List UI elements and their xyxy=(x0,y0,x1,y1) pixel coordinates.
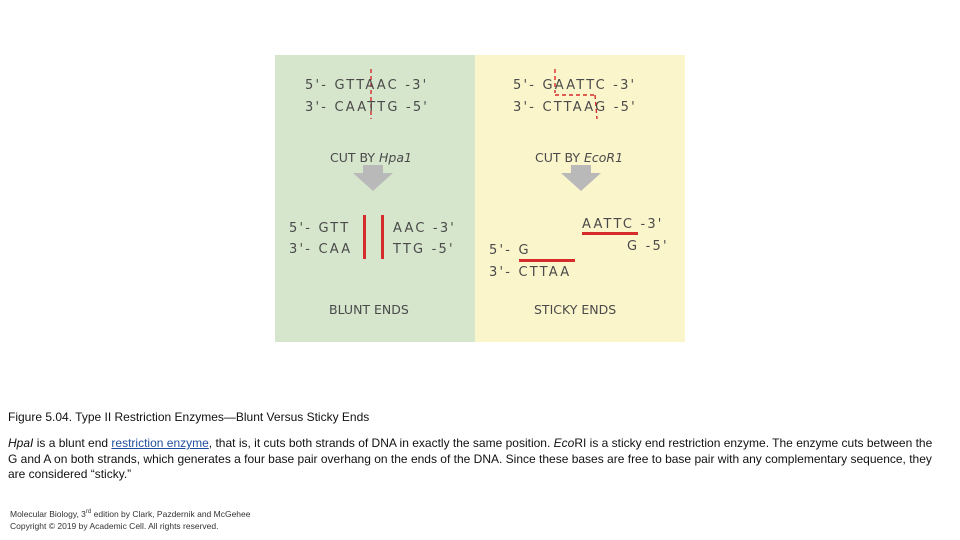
restriction-enzyme-figure: 5'- GTTAAC -3' 3'- CAATTG -5' CUT BY Hpa… xyxy=(275,55,685,342)
desc-enzyme-hpai: HpaI xyxy=(8,436,34,450)
figure-title: Figure 5.04. Type II Restriction Enzymes… xyxy=(8,410,370,424)
desc-text: , that is, it cuts both strands of DNA i… xyxy=(208,436,554,450)
cut-label-prefix: CUT BY xyxy=(330,150,379,165)
blunt-cut-graphics xyxy=(353,69,393,259)
sticky-upper-bottom: G -5' xyxy=(627,239,669,254)
figure-description: HpaI is a blunt end restriction enzyme, … xyxy=(8,436,943,483)
blunt-left-bottom: 3'- CAA xyxy=(289,242,353,257)
ecor1-cut-label: CUT BY EcoR1 xyxy=(535,150,623,165)
credit-text: edition by Clark, Pazdernik and McGehee xyxy=(91,509,251,519)
sticky-ends-label: STICKY ENDS xyxy=(534,302,617,317)
restriction-enzyme-link[interactable]: restriction enzyme xyxy=(111,436,209,450)
hpa1-top-strand: 5'- GTTAAC -3' xyxy=(305,78,429,93)
blunt-end-bar-left xyxy=(363,215,366,259)
down-arrow-icon xyxy=(353,165,393,191)
enzyme-name: Hpa1 xyxy=(379,150,412,165)
ecor1-top-strand: 5'- GAATTC -3' xyxy=(513,78,637,93)
sticky-lower-top: 5'- G xyxy=(489,243,531,258)
copyright-notice: Copyright © 2019 by Academic Cell. All r… xyxy=(10,521,219,531)
sticky-overhang-bar-bottom xyxy=(519,259,575,262)
sticky-lower-bottom: 3'- CTTAA xyxy=(489,265,572,280)
credit-text: Molecular Biology, 3 xyxy=(10,509,86,519)
desc-enzyme-eco: Eco xyxy=(553,436,575,450)
desc-text: is a blunt end xyxy=(33,436,112,450)
ecor1-bottom-strand: 3'- CTTAAG -5' xyxy=(513,100,637,115)
book-credit: Molecular Biology, 3rd edition by Clark,… xyxy=(10,509,251,519)
hpa1-bottom-strand: 3'- CAATTG -5' xyxy=(305,100,430,115)
credit-superscript: rd xyxy=(85,509,92,516)
hpa1-cut-label: CUT BY Hpa1 xyxy=(330,150,412,165)
sticky-upper-top: AATTC -3' xyxy=(582,217,664,232)
blunt-ends-label: BLUNT ENDS xyxy=(329,302,409,317)
sticky-overhang-bar-top xyxy=(582,232,638,235)
blunt-end-bar-right xyxy=(381,215,384,259)
sticky-end-panel: 5'- GAATTC -3' 3'- CTTAAG -5' CUT BY Eco… xyxy=(475,55,685,342)
blunt-right-bottom: TTG -5' xyxy=(393,242,455,257)
blunt-end-panel: 5'- GTTAAC -3' 3'- CAATTG -5' CUT BY Hpa… xyxy=(275,55,475,342)
down-arrow-icon xyxy=(561,165,601,191)
cut-label-prefix: CUT BY xyxy=(535,150,584,165)
blunt-right-top: AAC -3' xyxy=(393,221,457,236)
desc-text: RI is a sticky end restriction enzyme. T… xyxy=(8,436,933,481)
blunt-left-top: 5'- GTT xyxy=(289,221,351,236)
enzyme-name: EcoR1 xyxy=(584,150,624,165)
sticky-cut-graphics xyxy=(519,69,638,262)
